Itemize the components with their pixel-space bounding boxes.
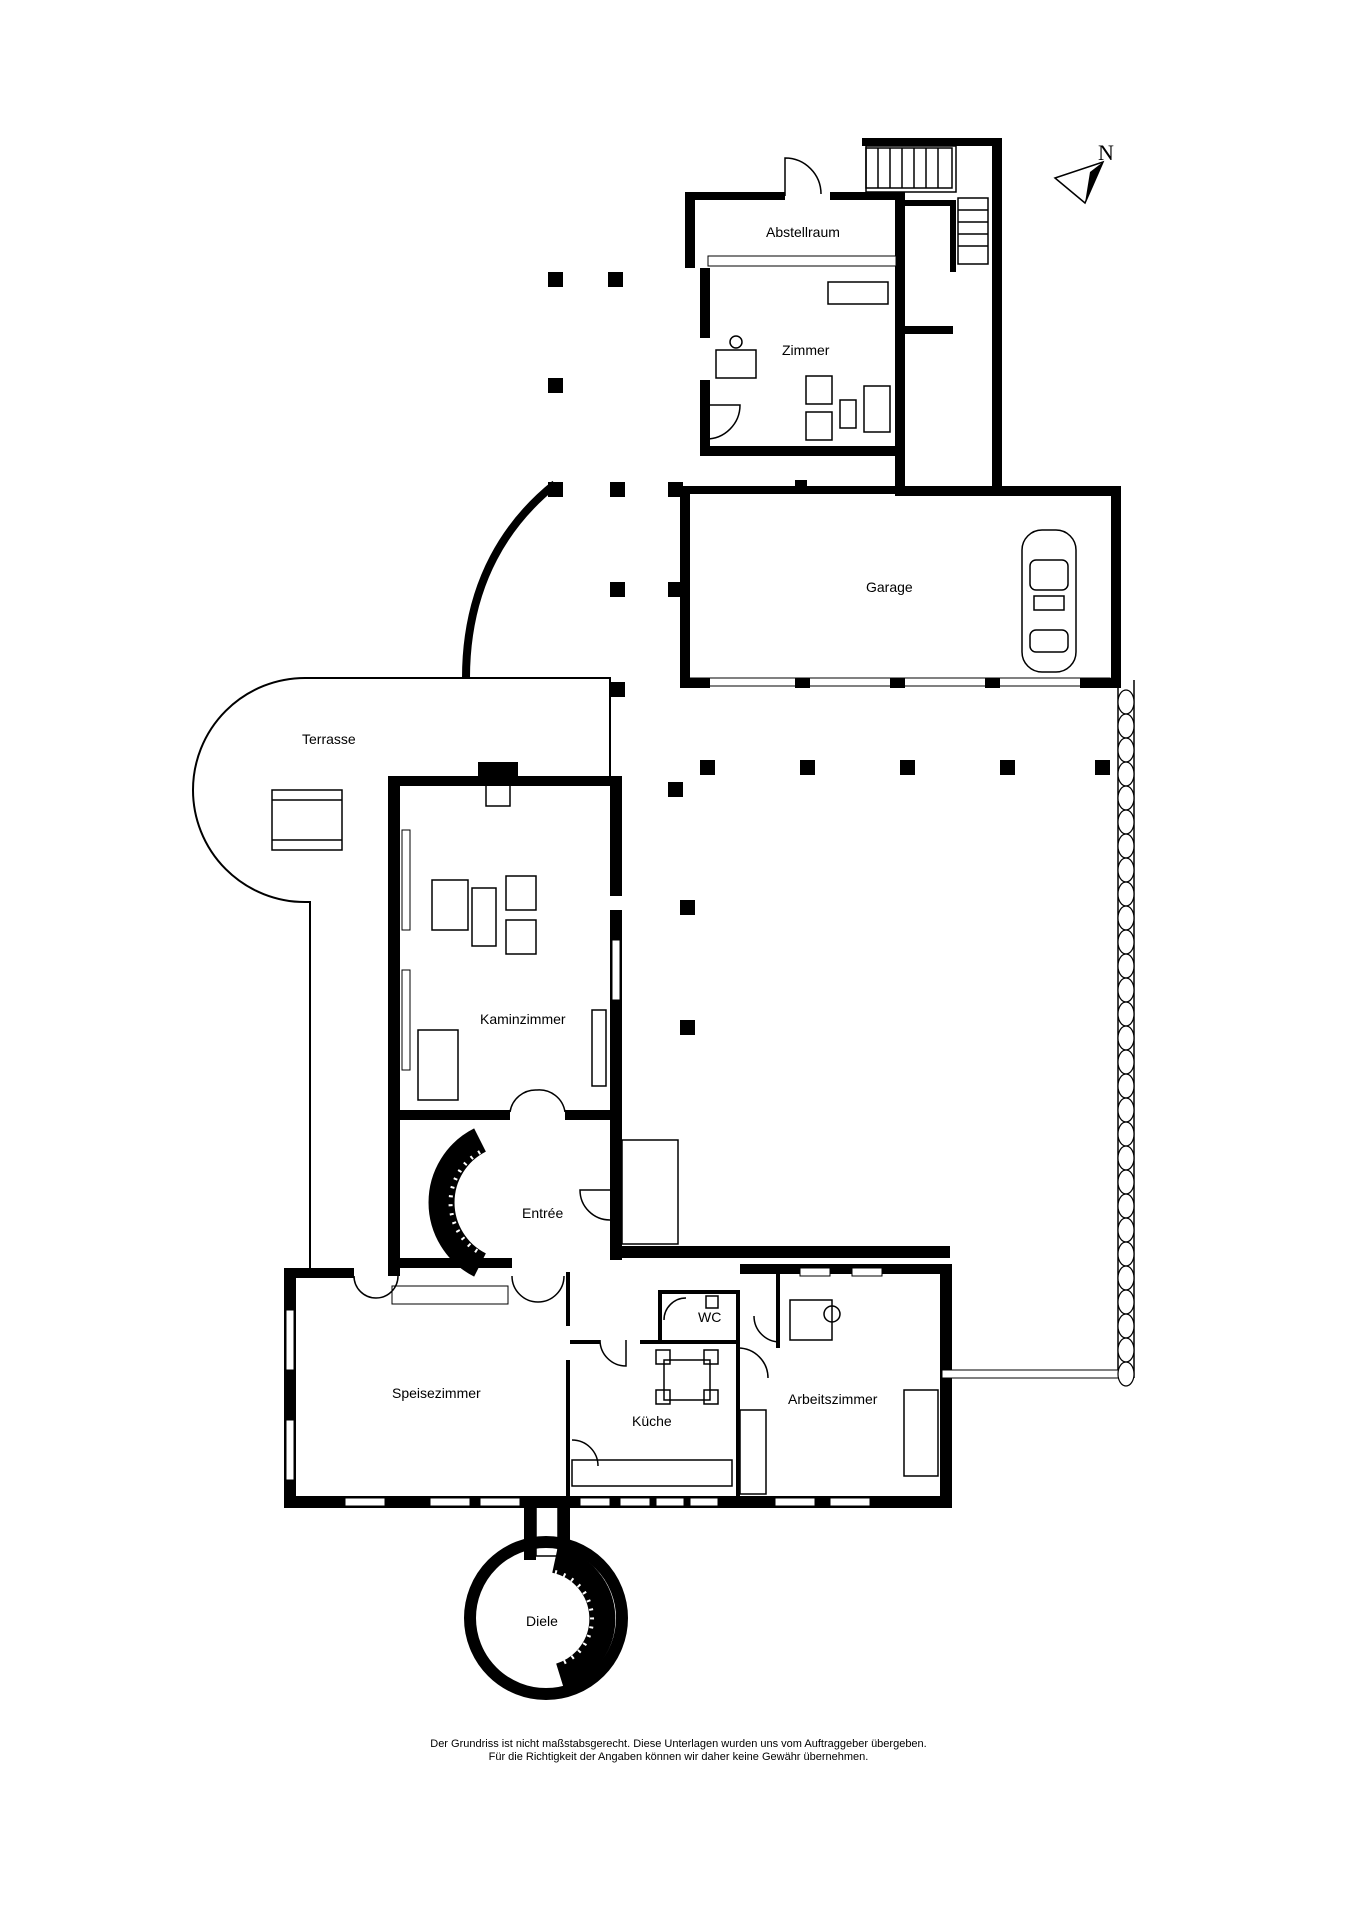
zimmer-furniture-icon <box>715 281 891 441</box>
room-label-zimmer: Zimmer <box>782 342 830 358</box>
room-label-wc: WC <box>698 1309 721 1325</box>
door-kaminzimmer-icon <box>509 1089 566 1113</box>
speisezimmer-walls <box>284 1268 946 1508</box>
door-speisezimmer-2-icon <box>511 1275 565 1303</box>
north-arrow-icon: N <box>1053 140 1114 205</box>
room-label-diele: Diele <box>526 1613 558 1629</box>
stair-north-icon <box>865 147 989 265</box>
arbeitszimmer-furniture-icon <box>789 1299 939 1477</box>
car-icon <box>1021 529 1077 673</box>
terrasse-outline <box>192 480 611 1270</box>
door-entree-icon <box>579 1189 611 1221</box>
disclaimer-line-1: Der Grundriss ist nicht maßstabsgerecht.… <box>430 1738 927 1750</box>
entree-walls <box>400 1120 950 1268</box>
diele-stair-icon <box>551 1547 616 1689</box>
hedge-scallop-icon <box>1117 689 1135 1387</box>
diele-walls <box>464 1499 628 1700</box>
pergola-columns <box>548 272 1110 1035</box>
door-kueche-2-icon <box>599 1339 627 1367</box>
room-label-speisezimmer: Speisezimmer <box>392 1385 481 1401</box>
door-kueche-icon <box>571 1439 599 1467</box>
disclaimer: Der Grundriss ist nicht maßstabsgerecht.… <box>0 1738 1357 1764</box>
north-label: N <box>1098 140 1114 165</box>
room-label-abstellraum: Abstellraum <box>766 224 840 240</box>
room-label-arbeitszimmer: Arbeitszimmer <box>788 1391 878 1407</box>
kaminzimmer-furniture-icon <box>417 875 607 1101</box>
terrasse-lounger-icon <box>271 789 343 851</box>
room-label-kaminzimmer: Kaminzimmer <box>480 1011 566 1027</box>
room-label-entree: Entrée <box>522 1205 563 1221</box>
kaminzimmer-walls <box>388 762 622 1276</box>
door-abstellraum-icon <box>784 157 822 196</box>
toilet-icon <box>705 1295 719 1309</box>
room-label-terrasse: Terrasse <box>302 731 356 747</box>
kueche-walls <box>570 1290 740 1496</box>
spiral-stair-icon <box>428 1128 487 1277</box>
door-speisezimmer-icon <box>353 1275 399 1299</box>
door-arbeitszimmer-2-icon <box>737 1347 769 1379</box>
door-wc-icon <box>663 1297 687 1321</box>
room-label-kueche: Küche <box>632 1413 672 1429</box>
north-wing-walls <box>685 138 1002 486</box>
room-label-garage: Garage <box>866 579 913 595</box>
garage-walls <box>680 486 1121 688</box>
disclaimer-line-2: Für die Richtigkeit der Angaben können w… <box>488 1751 869 1763</box>
door-zimmer-icon <box>705 404 741 440</box>
kueche-table-icon <box>655 1349 719 1405</box>
door-arbeitszimmer-icon <box>753 1315 781 1343</box>
